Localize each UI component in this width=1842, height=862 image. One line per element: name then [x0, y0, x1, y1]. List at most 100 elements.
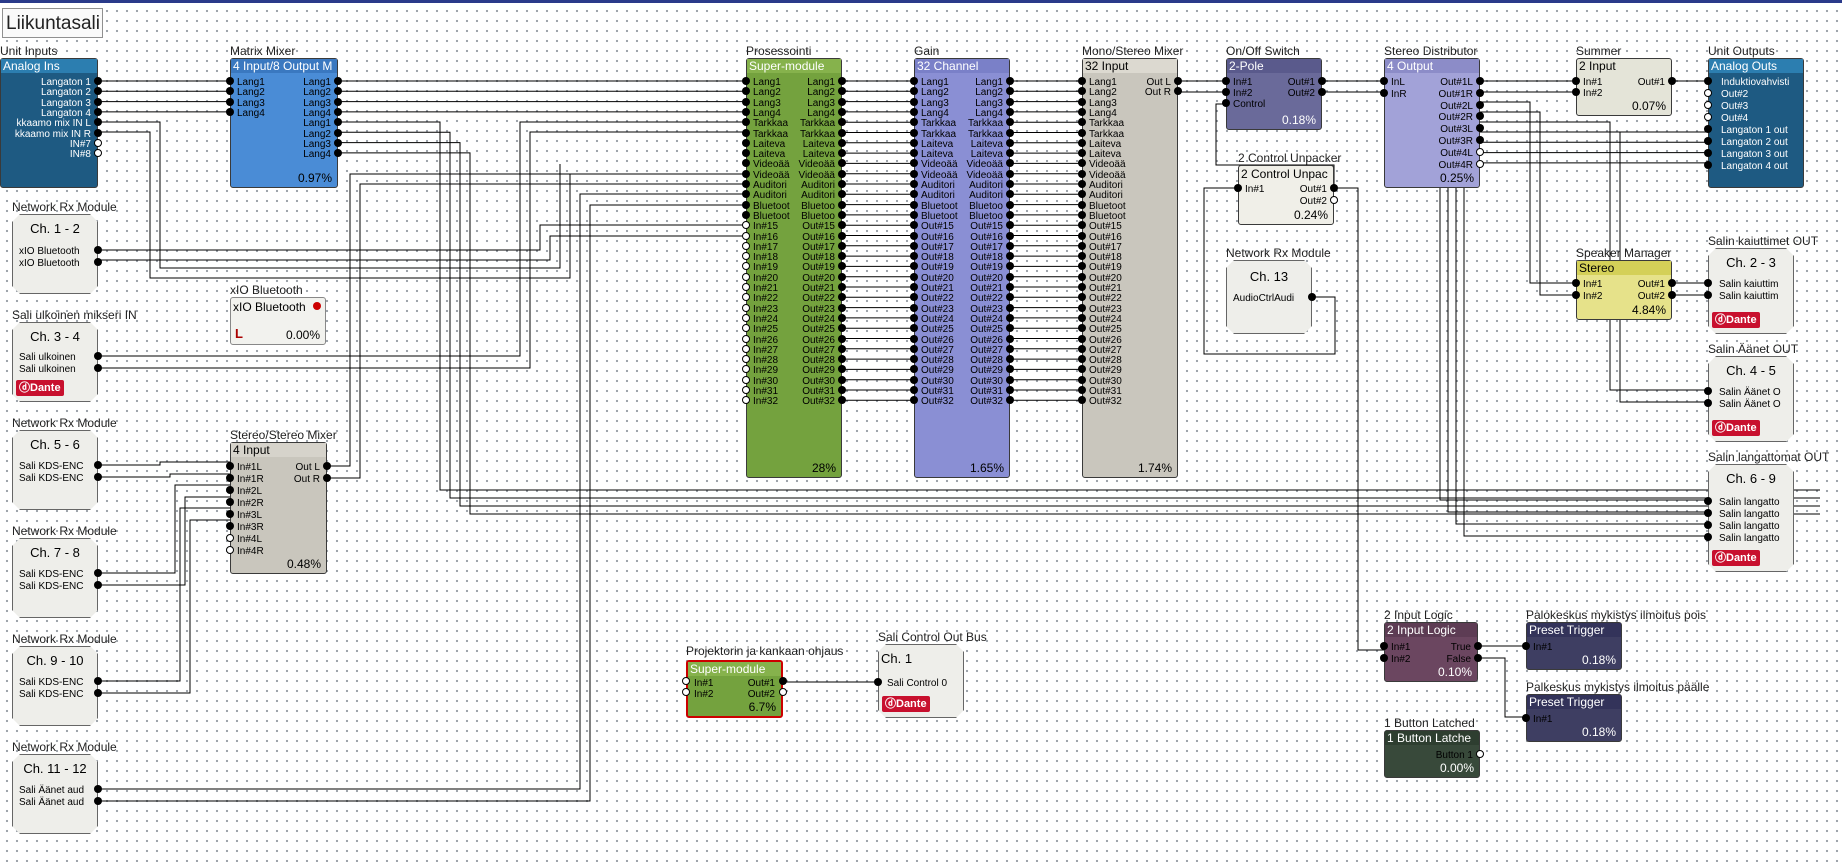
- input-pin[interactable]: [1078, 252, 1086, 261]
- channel-pin[interactable]: [1704, 89, 1712, 97]
- output-pin[interactable]: [334, 87, 342, 96]
- input-pin[interactable]: [1078, 283, 1086, 291]
- input-pin[interactable]: [910, 313, 918, 322]
- output-pin[interactable]: [838, 303, 846, 312]
- input-pin[interactable]: [910, 303, 918, 312]
- input-pin[interactable]: [1078, 77, 1086, 85]
- input-pin[interactable]: [910, 221, 918, 230]
- input-pin[interactable]: [1572, 77, 1580, 85]
- output-pin[interactable]: [1476, 100, 1484, 109]
- input-pin[interactable]: [226, 546, 234, 554]
- input-pin[interactable]: [1078, 149, 1086, 158]
- output-pin[interactable]: [1474, 642, 1482, 650]
- output-pin[interactable]: [838, 180, 846, 188]
- output-pin[interactable]: [1006, 365, 1014, 374]
- input-pin[interactable]: [910, 159, 918, 168]
- output-pin[interactable]: [838, 97, 846, 106]
- input-pin[interactable]: [1078, 221, 1086, 230]
- output-pin[interactable]: [838, 149, 846, 158]
- input-pin[interactable]: [1078, 200, 1086, 209]
- input-pin[interactable]: [910, 200, 918, 209]
- output-pin[interactable]: [1006, 159, 1014, 168]
- input-pin[interactable]: [226, 97, 234, 106]
- input-pin[interactable]: [742, 396, 750, 405]
- channel-pin[interactable]: [94, 77, 102, 85]
- output-pin[interactable]: [1006, 231, 1014, 240]
- output-pin[interactable]: [1174, 87, 1182, 96]
- input-pin[interactable]: [742, 138, 750, 147]
- channel-pin[interactable]: [1704, 291, 1712, 299]
- output-pin[interactable]: [1006, 241, 1014, 250]
- input-pin[interactable]: [1078, 324, 1086, 333]
- output-pin[interactable]: [1006, 283, 1014, 291]
- output-pin[interactable]: [1476, 159, 1484, 168]
- input-pin[interactable]: [1222, 99, 1230, 107]
- output-pin[interactable]: [1476, 124, 1484, 133]
- input-pin[interactable]: [1234, 184, 1242, 192]
- input-pin[interactable]: [910, 293, 918, 302]
- channel-pin[interactable]: [1308, 293, 1316, 301]
- output-pin[interactable]: [1006, 118, 1014, 127]
- channel-pin[interactable]: [94, 97, 102, 106]
- input-pin[interactable]: [910, 241, 918, 250]
- output-pin[interactable]: [1006, 344, 1014, 353]
- input-pin[interactable]: [1078, 262, 1086, 271]
- input-pin[interactable]: [1380, 77, 1388, 85]
- output-pin[interactable]: [838, 87, 846, 96]
- output-pin[interactable]: [838, 138, 846, 147]
- channel-pin[interactable]: [1704, 399, 1712, 407]
- input-pin[interactable]: [742, 149, 750, 158]
- input-pin[interactable]: [742, 97, 750, 106]
- output-pin[interactable]: [334, 77, 342, 85]
- input-pin[interactable]: [682, 677, 690, 685]
- channel-pin[interactable]: [94, 569, 102, 577]
- input-pin[interactable]: [1078, 128, 1086, 137]
- input-pin[interactable]: [910, 334, 918, 343]
- input-pin[interactable]: [742, 324, 750, 333]
- output-pin[interactable]: [1006, 334, 1014, 343]
- input-pin[interactable]: [226, 77, 234, 85]
- output-pin[interactable]: [1006, 355, 1014, 364]
- input-pin[interactable]: [226, 534, 234, 542]
- input-pin[interactable]: [226, 107, 234, 116]
- input-pin[interactable]: [742, 159, 750, 168]
- input-pin[interactable]: [1572, 279, 1580, 287]
- output-pin[interactable]: [838, 386, 846, 394]
- input-pin[interactable]: [910, 386, 918, 394]
- output-pin[interactable]: [334, 97, 342, 106]
- output-pin[interactable]: [1006, 375, 1014, 384]
- output-pin[interactable]: [838, 107, 846, 116]
- input-pin[interactable]: [226, 462, 234, 470]
- output-pin[interactable]: [1476, 88, 1484, 97]
- input-pin[interactable]: [742, 293, 750, 302]
- output-pin[interactable]: [779, 688, 787, 696]
- output-pin[interactable]: [1006, 138, 1014, 147]
- output-pin[interactable]: [323, 462, 331, 470]
- input-pin[interactable]: [226, 498, 234, 506]
- output-pin[interactable]: [1476, 136, 1484, 144]
- input-pin[interactable]: [742, 200, 750, 209]
- input-pin[interactable]: [1078, 365, 1086, 374]
- input-pin[interactable]: [1078, 355, 1086, 364]
- input-pin[interactable]: [1522, 714, 1530, 722]
- input-pin[interactable]: [1078, 386, 1086, 394]
- output-pin[interactable]: [838, 324, 846, 333]
- input-pin[interactable]: [742, 262, 750, 271]
- channel-pin[interactable]: [1704, 509, 1712, 517]
- output-pin[interactable]: [1330, 196, 1338, 204]
- channel-pin[interactable]: [1704, 77, 1712, 85]
- output-pin[interactable]: [838, 396, 846, 405]
- channel-pin[interactable]: [94, 461, 102, 469]
- input-pin[interactable]: [742, 231, 750, 240]
- channel-pin[interactable]: [94, 677, 102, 685]
- input-pin[interactable]: [742, 334, 750, 343]
